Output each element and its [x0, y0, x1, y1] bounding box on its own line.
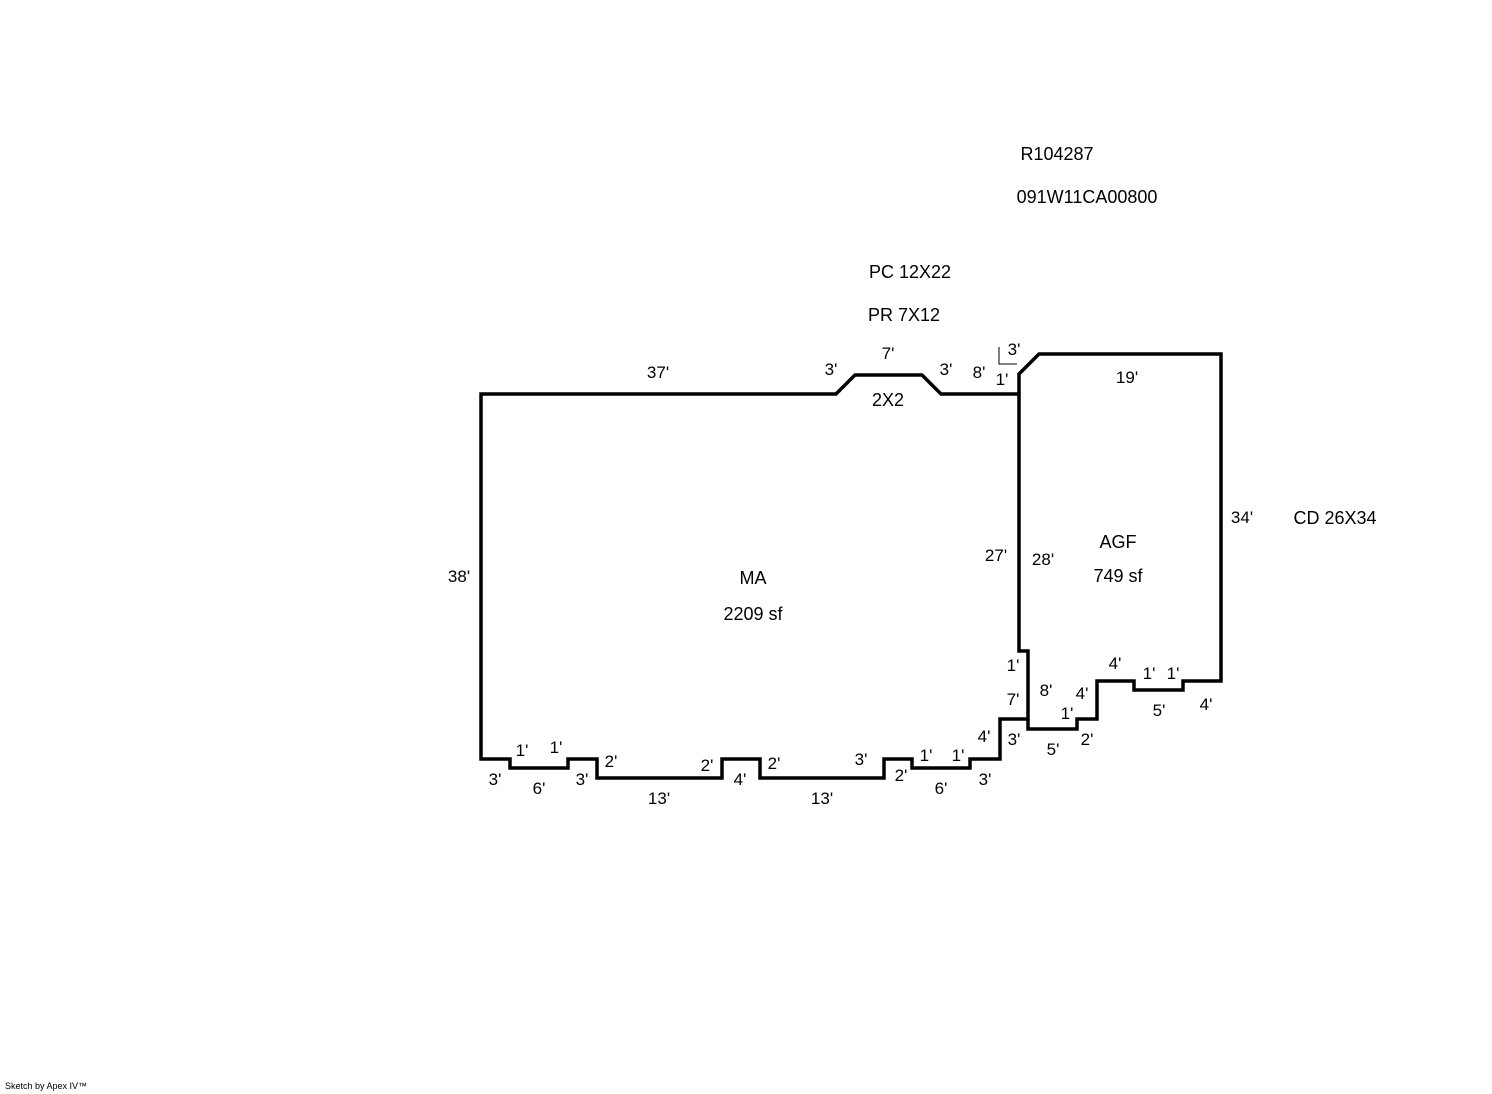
dimension-label: 7' [881, 344, 895, 363]
dimension-label: 27' [984, 546, 1008, 565]
porch-covered-label: PC 12X22 [868, 262, 952, 282]
dimension-label: 1' [549, 738, 563, 757]
dimension-label: 1' [1166, 664, 1180, 683]
dimension-label: 2' [700, 756, 714, 775]
main-area-code: MA [739, 568, 767, 588]
deck-label: CD 26X34 [1293, 508, 1377, 528]
dimension-label: 19' [1115, 368, 1139, 387]
dimension-label: 1' [919, 746, 933, 765]
dimension-label: 1' [1060, 704, 1074, 723]
dimension-label: 4' [1199, 695, 1213, 714]
bump-out-label: 2X2 [871, 390, 905, 410]
record-id: R104287 [1020, 144, 1094, 164]
dimension-label: 2' [604, 752, 618, 771]
dimension-label: 6' [934, 779, 948, 798]
dimension-label: 4' [977, 727, 991, 746]
dimension-label: 1' [515, 741, 529, 760]
main-area-size: 2209 sf [723, 604, 783, 624]
dimension-label: 6' [532, 779, 546, 798]
garage-code: AGF [1099, 532, 1137, 552]
dimension-label: 3' [939, 360, 953, 379]
dimension-label: 3' [824, 360, 838, 379]
corner-marker [998, 347, 1017, 365]
garage-size: 749 sf [1093, 566, 1143, 586]
parcel-id: 091W11CA00800 [1016, 187, 1158, 207]
dimension-label: 1' [951, 746, 965, 765]
dimension-label: 5' [1152, 701, 1166, 720]
dimension-label: 5' [1046, 740, 1060, 759]
dimension-label: 4' [1108, 654, 1122, 673]
dimension-label: 13' [810, 789, 834, 808]
dimension-label: 13' [647, 789, 671, 808]
dimension-label: 8' [972, 363, 986, 382]
dimension-label: 34' [1230, 508, 1254, 527]
dimension-label: 4' [1075, 684, 1089, 703]
dimension-label: 28' [1031, 550, 1055, 569]
dimension-label: 2' [894, 766, 908, 785]
dimension-label: 37' [646, 363, 670, 382]
dimension-label: 2' [767, 754, 781, 773]
dimension-label: 1' [1006, 656, 1020, 675]
dimension-label: 1' [1142, 664, 1156, 683]
porch-rear-label: PR 7X12 [867, 305, 941, 325]
dimension-label: 3' [854, 750, 868, 769]
garage-outline [1017, 352, 1223, 731]
dimension-label: 8' [1039, 681, 1053, 700]
dimension-label: 3' [978, 770, 992, 789]
sketch-credit: Sketch by Apex IV™ [5, 1081, 88, 1091]
dimension-label: 4' [733, 770, 747, 789]
dimension-label: 1' [995, 370, 1009, 389]
dimension-label: 7' [1006, 690, 1020, 709]
dimension-label: 3' [488, 770, 502, 789]
dimension-label: 3' [1007, 730, 1021, 749]
dimension-label: 38' [447, 567, 471, 586]
dimension-label: 3' [1007, 340, 1021, 359]
main-area-outline [479, 373, 1030, 780]
dimension-label: 3' [575, 770, 589, 789]
dimension-label: 2' [1080, 730, 1094, 749]
